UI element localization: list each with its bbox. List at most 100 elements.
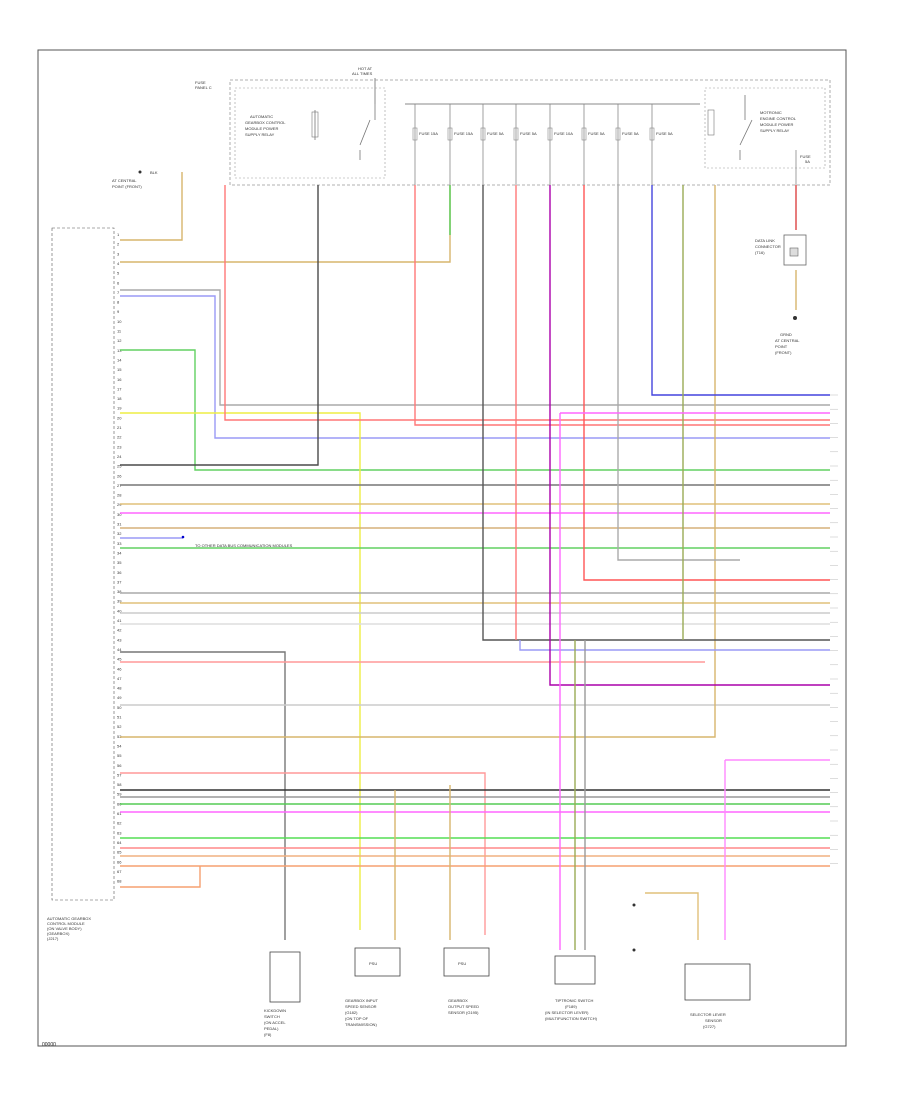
wire [120, 185, 451, 263]
pin-number: 37 [117, 579, 122, 584]
relay-label-2: ALL TIMES [352, 71, 373, 76]
pin-number: 9 [117, 309, 120, 314]
wire [120, 289, 830, 406]
pin-number: 45 [117, 657, 122, 662]
pin-number: 29 [117, 502, 122, 507]
pin-number: 55 [117, 753, 122, 758]
fuse-label: FUSE 5A [487, 131, 504, 136]
wire-group [120, 172, 838, 950]
pin-number: 35 [117, 560, 122, 565]
wire [651, 185, 830, 396]
position-label-3: (G727) [703, 1024, 716, 1029]
pin-number: 47 [117, 676, 122, 681]
left-relay-label-3: MODULE POWER [245, 126, 278, 131]
pin-number: 24 [117, 454, 122, 459]
pin-number: 52 [117, 724, 122, 729]
fuse-label: FUSE 5A [588, 131, 605, 136]
fuse [480, 127, 486, 141]
fuse [547, 127, 553, 141]
fuse-panel-box [229, 79, 831, 186]
wire [519, 640, 830, 651]
wire [120, 651, 286, 940]
note-line-1: BLK [150, 170, 158, 175]
fuse-label: FUSE 15A [419, 131, 438, 136]
pin-number: 61 [117, 811, 122, 816]
pin-number: 13 [117, 348, 122, 353]
wire [120, 412, 361, 930]
fuse-label: FUSE 15A [454, 131, 473, 136]
pin-number: 44 [117, 647, 122, 652]
pin-number: 2 [117, 242, 120, 247]
input-sensor-label-3: (G182) [345, 1010, 358, 1015]
wire [120, 349, 830, 471]
note-line-2: AT CENTRAL [112, 178, 137, 183]
pin-number: 7 [117, 290, 120, 295]
wire [414, 185, 830, 426]
wire [120, 772, 486, 935]
wire [120, 172, 183, 241]
wire [120, 185, 319, 466]
kickdown-label-3: (ON ACCEL [264, 1020, 286, 1025]
output-speed-sensor [443, 947, 490, 977]
output-sensor-label-2: OUTPUT SPEED [448, 1004, 479, 1009]
ecm-title-4: (GEARBOX) [47, 931, 70, 936]
pin-number: 51 [117, 715, 122, 720]
pin-number: 50 [117, 705, 122, 710]
relay-label-1: HOT AT [358, 66, 373, 71]
pin-number: 48 [117, 686, 122, 691]
pin-number: 26 [117, 473, 122, 478]
left-relay-label-4: SUPPLY RELAY [245, 132, 275, 137]
fuse-label: FUSE 5A [622, 131, 639, 136]
diagram-frame [37, 49, 847, 1047]
fuse [447, 127, 453, 141]
pin-number: 21 [117, 425, 122, 430]
data-link-label-1: DATA LINK [755, 238, 775, 243]
pin-number: 54 [117, 743, 122, 748]
pin-number: 43 [117, 637, 122, 642]
right-fuse-label-2: 5A [805, 159, 810, 164]
pin-number: 40 [117, 608, 122, 613]
pin-number: 15 [117, 367, 122, 372]
connector-note: TO OTHER DATA BUS COMMUNICATION MODULES [195, 543, 293, 548]
pin-number: 56 [117, 763, 122, 768]
tiptronic-label-2: (F189) [565, 1004, 577, 1009]
pin-number: 30 [117, 512, 122, 517]
pin-number: 22 [117, 435, 122, 440]
wire [120, 866, 201, 888]
pin-number: 11 [117, 329, 122, 334]
svg-text:PSU: PSU [369, 961, 377, 966]
pin-number: 28 [117, 493, 122, 498]
pin-number: 5 [117, 271, 120, 276]
ecm-title-1: AUTOMATIC GEARBOX [47, 916, 91, 921]
position-label-2: SENSOR [705, 1018, 722, 1023]
kickdown-switch [269, 951, 301, 1003]
fuse-panel-label-1: FUSE [195, 80, 206, 85]
kickdown-label-2: SWITCH [264, 1014, 280, 1019]
kickdown-label-1: KICKDOWN [264, 1008, 286, 1013]
pin-number: 8 [117, 300, 120, 305]
kickdown-label-5: (F8) [264, 1032, 272, 1037]
wire [549, 185, 830, 686]
figure-id: 00000 [42, 1042, 56, 1048]
wire [559, 412, 830, 950]
input-sensor-label-5: TRANSMISSION) [345, 1022, 377, 1027]
gearbox-control-module [51, 227, 115, 901]
fuse [513, 127, 519, 141]
pin-number: 23 [117, 444, 122, 449]
pin-number: 66 [117, 859, 122, 864]
pin-number: 38 [117, 589, 122, 594]
wire [482, 185, 830, 641]
pin-number: 46 [117, 666, 122, 671]
fuse-panel-label-2: PANEL C [195, 85, 212, 90]
pin-number: 20 [117, 415, 122, 420]
left-relay-label-2: GEARBOX CONTROL [245, 120, 286, 125]
pin-number: 32 [117, 531, 122, 536]
note-line-3: POINT (FRONT) [112, 184, 142, 189]
input-speed-sensor [354, 947, 401, 977]
pin-number: 31 [117, 522, 122, 527]
fuse [649, 127, 655, 141]
pin-number: 6 [117, 280, 120, 285]
wire [724, 759, 830, 940]
output-sensor-label-1: GEARBOX [448, 998, 468, 1003]
